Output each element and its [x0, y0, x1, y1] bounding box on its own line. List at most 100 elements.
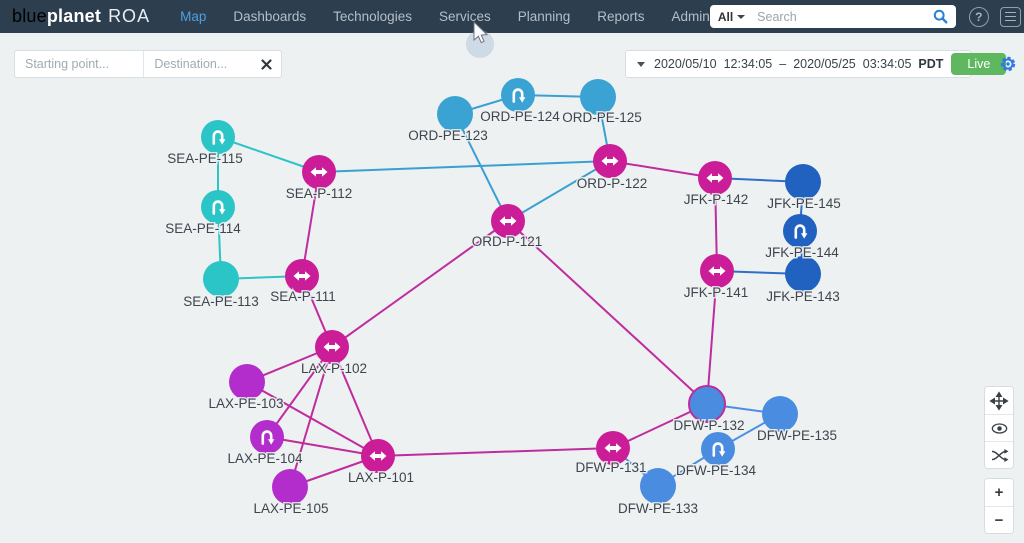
- node-LAX-PE-105[interactable]: [272, 469, 308, 505]
- menu-button[interactable]: [999, 6, 1021, 27]
- node-label-JFK-PE-144: JFK-PE-144: [765, 245, 839, 260]
- node-label-ORD-P-121: ORD-P-121: [472, 234, 543, 249]
- eye-icon: [991, 422, 1007, 434]
- clear-path-button[interactable]: [251, 51, 281, 77]
- bidirectional-arrow-icon: [323, 342, 341, 352]
- node-ORD-PE-125[interactable]: [580, 79, 616, 115]
- node-label-ORD-PE-125: ORD-PE-125: [562, 110, 642, 125]
- node-label-SEA-PE-113: SEA-PE-113: [183, 294, 259, 309]
- node-JFK-PE-144[interactable]: [783, 214, 817, 248]
- end-date: 2020/05/25: [793, 57, 856, 71]
- node-JFK-PE-145[interactable]: [785, 164, 821, 200]
- node-label-ORD-P-122: ORD-P-122: [577, 176, 648, 191]
- zoom-in-button[interactable]: +: [985, 479, 1013, 506]
- node-label-SEA-P-112: SEA-P-112: [286, 186, 353, 201]
- shuffle-icon: [991, 448, 1008, 462]
- node-LAX-PE-104[interactable]: [250, 420, 284, 454]
- bidirectional-arrow-icon: [706, 173, 724, 183]
- node-label-DFW-P-132: DFW-P-132: [673, 418, 744, 433]
- map-zoom-group: + −: [984, 478, 1014, 534]
- edge-ORD-P-121-LAX-P-102[interactable]: [331, 220, 509, 348]
- node-LAX-PE-103[interactable]: [229, 364, 265, 400]
- edge-LAX-P-101-LAX-PE-103[interactable]: [246, 381, 379, 457]
- gear-icon: [1000, 56, 1016, 72]
- edge-LAX-P-102-LAX-P-101[interactable]: [331, 346, 379, 457]
- edge-JFK-P-141-DFW-P-132[interactable]: [706, 270, 718, 405]
- node-label-DFW-PE-134: DFW-PE-134: [676, 463, 757, 478]
- search-input[interactable]: [757, 9, 933, 24]
- edge-SEA-P-112-SEA-P-111[interactable]: [301, 171, 320, 277]
- node-label-LAX-PE-103: LAX-PE-103: [208, 396, 283, 411]
- node-label-JFK-PE-143: JFK-PE-143: [766, 289, 840, 304]
- date-range-picker[interactable]: 2020/05/10 12:34:05 – 2020/05/25 03:34:0…: [625, 50, 1007, 78]
- logo-planet: planet: [46, 6, 102, 26]
- timezone-label: PDT: [918, 57, 944, 71]
- pan-tool-button[interactable]: [985, 387, 1013, 414]
- nav-item-dashboards[interactable]: Dashboards: [233, 9, 307, 24]
- node-label-SEA-PE-115: SEA-PE-115: [167, 151, 243, 166]
- node-SEA-PE-113[interactable]: [203, 261, 239, 297]
- search-scope-label: All: [717, 9, 734, 24]
- nav-item-reports[interactable]: Reports: [597, 9, 645, 24]
- map-settings-button[interactable]: [999, 55, 1017, 73]
- bidirectional-arrow-icon: [708, 266, 726, 276]
- u-turn-arrow-icon: [512, 88, 526, 103]
- node-label-LAX-P-101: LAX-P-101: [348, 470, 414, 485]
- node-JFK-PE-143[interactable]: [785, 256, 821, 292]
- chevron-down-icon: [737, 14, 746, 19]
- node-label-ORD-PE-123: ORD-PE-123: [408, 128, 488, 143]
- node-label-DFW-PE-133: DFW-PE-133: [618, 501, 698, 516]
- edge-LAX-P-101-DFW-P-131[interactable]: [377, 447, 614, 457]
- bidirectional-arrow-icon: [310, 167, 328, 177]
- nav-item-map[interactable]: Map: [180, 9, 207, 24]
- edge-ORD-P-122-JFK-P-142[interactable]: [609, 160, 716, 179]
- nav-item-technologies[interactable]: Technologies: [333, 9, 412, 24]
- node-DFW-PE-133[interactable]: [640, 468, 676, 504]
- node-DFW-PE-134[interactable]: [701, 432, 735, 466]
- edge-LAX-P-102-LAX-PE-105[interactable]: [289, 346, 333, 488]
- map-tool-group: [984, 386, 1014, 469]
- node-DFW-P-132[interactable]: [688, 385, 726, 423]
- node-label-JFK-P-142: JFK-P-142: [684, 192, 749, 207]
- edge-LAX-P-101-LAX-PE-104[interactable]: [266, 436, 379, 457]
- edge-SEA-PE-115-SEA-P-112[interactable]: [217, 136, 320, 173]
- node-DFW-PE-135[interactable]: [762, 396, 798, 432]
- menu-icon: [1004, 11, 1016, 14]
- edge-ORD-PE-123-ORD-P-121[interactable]: [454, 113, 509, 222]
- node-label-SEA-P-111: SEA-P-111: [270, 289, 336, 304]
- pan-icon: [989, 390, 1009, 411]
- node-label-JFK-P-141: JFK-P-141: [684, 285, 749, 300]
- help-button[interactable]: ?: [968, 6, 989, 27]
- nav-item-services[interactable]: Services: [438, 9, 491, 24]
- u-turn-arrow-icon: [712, 442, 726, 457]
- node-label-DFW-P-131: DFW-P-131: [575, 460, 646, 475]
- live-button[interactable]: Live: [951, 53, 1007, 75]
- edge-ORD-P-121-ORD-P-122[interactable]: [507, 160, 611, 222]
- start-time: 12:34:05: [723, 57, 773, 71]
- bidirectional-arrow-icon: [369, 451, 387, 461]
- bidirectional-arrow-icon: [499, 216, 517, 226]
- shuffle-layout-button[interactable]: [985, 441, 1013, 468]
- edge-ORD-P-121-DFW-P-132[interactable]: [507, 220, 708, 405]
- starting-point-input[interactable]: [15, 51, 144, 77]
- nav-item-admin[interactable]: Admin: [671, 9, 710, 24]
- node-label-JFK-PE-145: JFK-PE-145: [767, 196, 841, 211]
- zoom-out-button[interactable]: −: [985, 506, 1013, 533]
- destination-input[interactable]: [143, 51, 251, 77]
- edge-LAX-P-102-LAX-PE-104[interactable]: [266, 346, 333, 438]
- search-scope-dropdown[interactable]: All: [717, 9, 746, 24]
- search-icon[interactable]: [933, 9, 948, 24]
- node-SEA-PE-115[interactable]: [201, 120, 235, 154]
- chevron-down-icon: [637, 61, 645, 67]
- node-ORD-PE-123[interactable]: [437, 96, 473, 132]
- bidirectional-arrow-icon: [604, 443, 622, 453]
- u-turn-arrow-icon: [212, 200, 226, 215]
- nav-item-planning[interactable]: Planning: [517, 9, 571, 24]
- global-search: All: [709, 5, 956, 28]
- visibility-button[interactable]: [985, 414, 1013, 441]
- edge-SEA-P-112-ORD-P-122[interactable]: [318, 160, 611, 173]
- node-ORD-PE-124[interactable]: [501, 78, 535, 112]
- node-SEA-PE-114[interactable]: [201, 190, 235, 224]
